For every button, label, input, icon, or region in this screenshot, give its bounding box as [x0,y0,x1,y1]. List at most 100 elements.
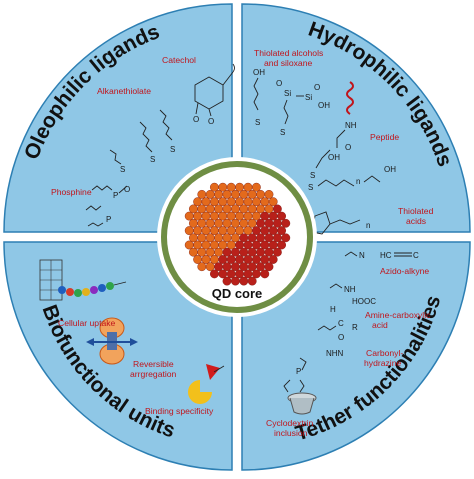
qd-atom [222,218,232,228]
qd-atom [193,240,203,250]
qd-atom [209,255,219,264]
qd-atom [218,226,228,236]
qd-particle-cluster [184,182,291,286]
qd-atom [193,197,203,207]
qd-atom [201,255,211,264]
label-cellular-uptake: Cellular uptake [58,318,116,328]
qd-atom [268,197,278,207]
chem-catechol-o2: O [208,117,214,126]
qd-atom [256,218,265,228]
qd-atom [197,218,207,228]
qd-atom [256,233,265,243]
label-alkanethiolate: Alkanethiolate [97,86,151,96]
label-thiolated: Thiolated [398,206,434,216]
qd-atom [235,240,245,250]
qd-atom [268,226,278,236]
chem-oh-1: OH [253,68,265,77]
chem-hooc: HOOC [352,297,376,306]
qd-atom [251,211,261,221]
chem-catechol-o1: O [193,115,199,124]
qd-atom [214,262,224,272]
chem-r: R [352,323,358,332]
qd-atom [201,211,211,221]
qd-atom [268,255,278,264]
qd-atom [205,218,215,228]
qd-atom [264,218,274,228]
chem-s-3: S [310,171,315,180]
label-amine-carboxylic: Amine-carboxylic [365,310,431,320]
qd-atom [197,262,207,272]
qd-atom [260,197,270,207]
qd-atom [268,240,278,250]
molecule-chain-icon [58,282,114,297]
label-arrgregation: arrgregation [130,369,177,379]
qd-atom [209,211,219,221]
qd-atom [239,218,249,228]
qd-atom [239,233,249,243]
qd-atom [218,240,228,250]
qd-atom [281,233,291,243]
label-reversible: Reversible [133,359,174,369]
qd-atom [214,189,224,199]
qd-atom [226,182,236,192]
qd-atom [230,276,240,286]
qd-atom [235,211,245,221]
qd-atom [277,226,286,236]
chem-si-2: Si [305,93,312,102]
qd-atom [264,204,274,214]
qd-atom [247,247,257,257]
chem-n-1: n [356,177,360,186]
chem-nh: NH [345,121,357,130]
qd-atom [264,247,274,257]
biofunctional-graphics [39,259,225,404]
qd-atom [281,218,291,228]
qd-atom [193,211,203,221]
qd-atom [209,269,219,279]
qd-atom [251,240,261,250]
label-binding-specificity: Binding specificity [145,406,214,416]
qd-atom [205,247,215,257]
chem-thiol-s1: S [150,155,155,164]
chem-n-2: n [366,221,370,230]
qd-atom [188,218,198,228]
qd-atom [193,255,203,264]
qd-atom [239,276,249,286]
qd-atom [226,255,236,264]
qd-atom [226,211,236,221]
chem-thiol-s3: S [120,165,125,174]
qd-atom [260,211,270,221]
chem-phosphine-p1: P [113,191,118,200]
qd-atom [218,182,228,192]
qd-atom [247,233,257,243]
qd-atom [260,255,270,264]
qd-atom [205,233,215,243]
qd-atom [239,247,249,257]
qd-atom [256,189,265,199]
chem-nh2: NH [344,285,356,294]
qd-atom [222,276,232,286]
qd-atom [243,197,253,207]
chem-phosphine-p2: P [106,215,111,224]
qd-atom [205,189,215,199]
chem-c: C [413,251,419,260]
qd-atom [239,262,249,272]
qd-atom [218,269,228,279]
qd-atom [218,197,228,207]
qd-atom [247,262,257,272]
chem-s-2: S [280,128,285,137]
label-cyclodextrin: Cyclodextrin [266,418,314,428]
qd-atom [251,269,261,279]
qd-atom [247,276,257,286]
qd-atom [184,240,194,250]
chem-o-2: O [314,83,320,92]
qd-atom [243,182,253,192]
qd-atom [230,204,240,214]
qd-atom [193,226,203,236]
chem-phosphine-o: O [124,185,130,194]
qd-atom [251,182,261,192]
qd-atom [268,211,278,221]
qd-atom [243,226,253,236]
label-carbonyl: Carbonyl- [366,348,403,358]
qd-atom [247,218,257,228]
